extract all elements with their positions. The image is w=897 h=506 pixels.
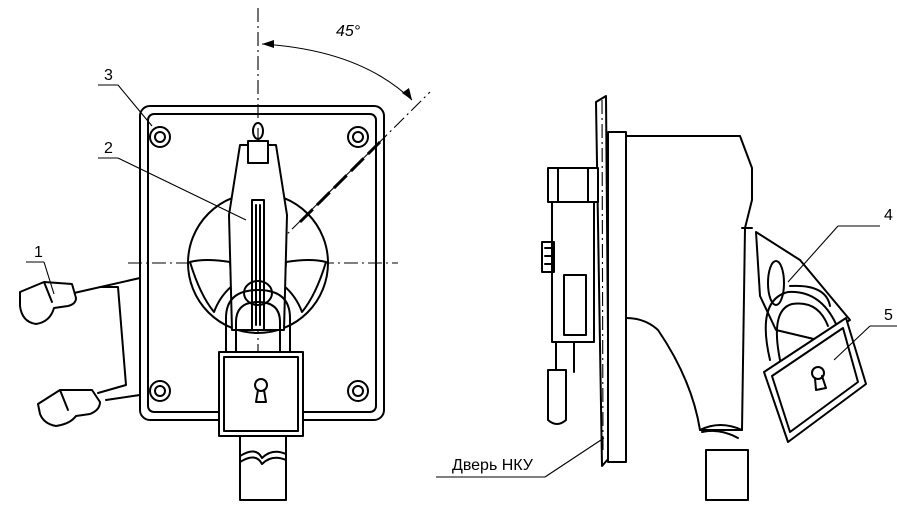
rotated-handle-axis — [298, 140, 382, 224]
label-1: 1 — [34, 244, 43, 261]
handle-indicator — [247, 140, 269, 164]
switch-body — [547, 167, 599, 203]
keyhole-icon — [254, 378, 268, 403]
bracket-clip-bottom — [37, 389, 101, 427]
label-4: 4 — [884, 207, 893, 224]
flange — [607, 131, 627, 463]
handle-slot — [251, 199, 265, 331]
angle-label: 45° — [336, 23, 361, 40]
bracket-clip-top — [19, 281, 77, 325]
screw-top-right — [347, 126, 369, 148]
padlock-shackle-outer — [225, 289, 291, 356]
padlock-shackle-side — [764, 290, 837, 361]
label-2: 2 — [104, 140, 113, 157]
shaft-front — [239, 435, 287, 501]
label-3: 3 — [104, 67, 113, 84]
shaft-extension — [547, 369, 567, 425]
switch-module — [551, 201, 595, 343]
lock-hoop — [243, 280, 273, 306]
screw-bottom-left — [149, 380, 171, 402]
screw-bottom-right — [347, 380, 369, 402]
side-view — [436, 95, 897, 501]
label-5: 5 — [884, 307, 893, 324]
handle-body — [228, 144, 288, 331]
door-centerline — [601, 99, 604, 451]
padlock-body-front — [218, 351, 304, 437]
handle-wings — [189, 259, 233, 313]
screw-top-left — [149, 126, 171, 148]
handle-ring — [767, 260, 785, 306]
keyhole-icon — [811, 366, 827, 391]
door-label: Дверь НКУ — [452, 457, 534, 474]
angle-arc — [261, 43, 413, 101]
shaft-side — [699, 424, 743, 431]
front-view — [19, 8, 431, 501]
handle-housing — [625, 135, 753, 431]
position-mark — [252, 122, 264, 140]
bracket-arm — [73, 277, 141, 294]
